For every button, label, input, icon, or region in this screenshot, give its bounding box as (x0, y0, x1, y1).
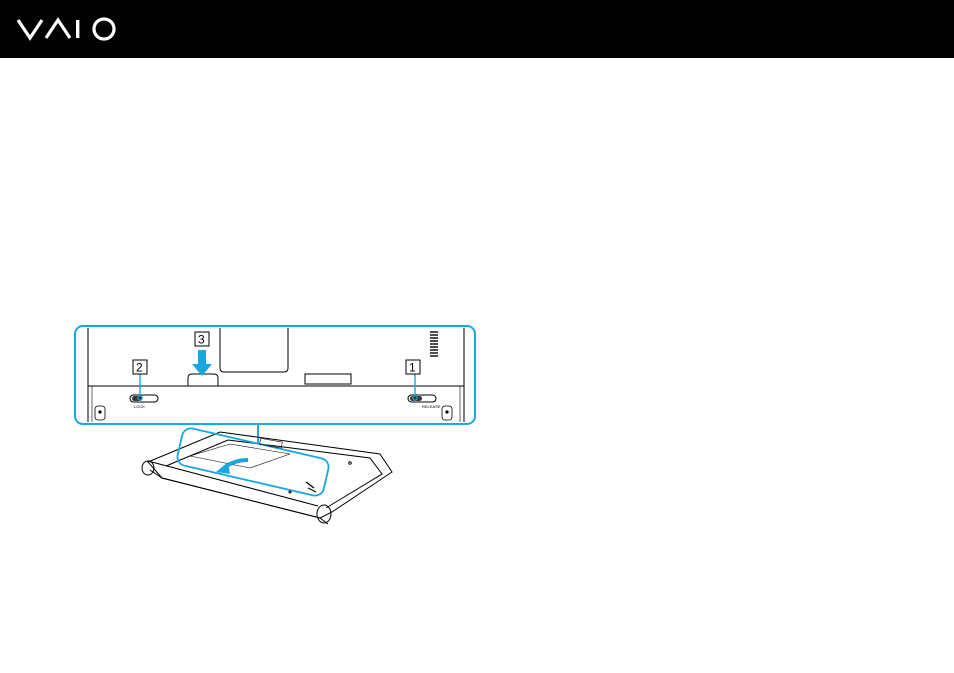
callout-1: 1 (406, 360, 420, 375)
battery-latch-left: LOCK (130, 374, 158, 409)
latch-left-text: LOCK (134, 404, 145, 409)
callout-2: 2 (133, 360, 147, 375)
svg-text:3: 3 (198, 333, 205, 347)
laptop-underside (142, 427, 392, 524)
battery-removal-illustration: LOCK RELEASE 2 1 3 (70, 322, 480, 532)
vaio-logo (16, 14, 120, 44)
callout-3: 3 (195, 332, 209, 347)
header-bar (0, 0, 954, 58)
battery-latch-right: RELEASE (408, 374, 441, 409)
svg-text:2: 2 (136, 361, 143, 375)
svg-text:1: 1 (409, 361, 416, 375)
latch-right-text: RELEASE (422, 404, 441, 409)
down-arrow-icon (192, 350, 212, 376)
